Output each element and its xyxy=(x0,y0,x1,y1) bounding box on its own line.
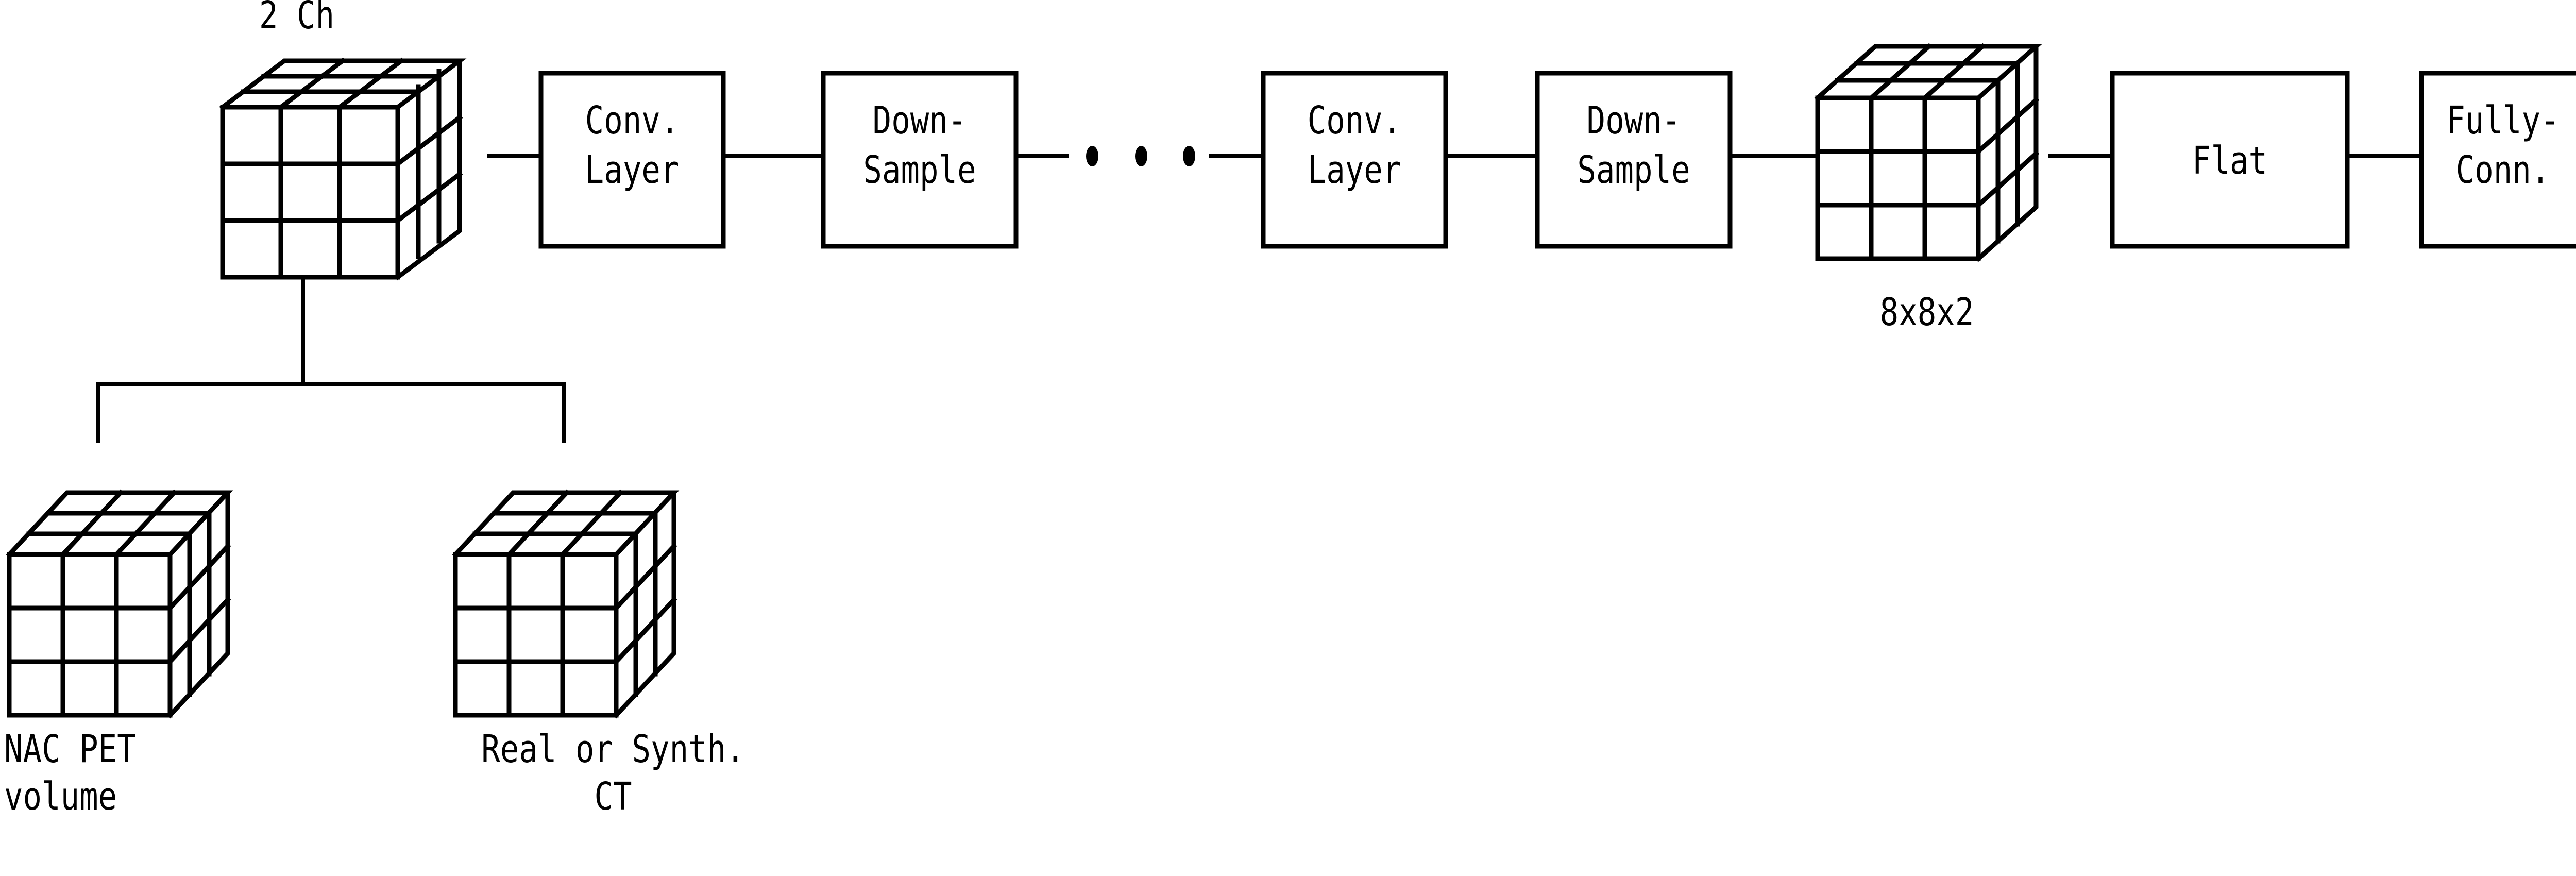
label-feature-map-size: 8x8x2 xyxy=(1879,290,1974,334)
block-label-conv-layer-1: Conv. Layer xyxy=(557,96,707,195)
block-label-line1: Fully- xyxy=(2446,98,2560,143)
block-label-flat: Flat xyxy=(2192,139,2268,183)
block-label-conv-layer-2: Conv. Layer xyxy=(1280,96,1429,195)
block-label-line1: Conv. xyxy=(1307,98,1402,143)
block-label-line2: Sample xyxy=(863,148,976,192)
block-conv-layer-2[interactable] xyxy=(1261,71,1448,249)
block-label-line1: Down- xyxy=(1586,98,1681,143)
block-label-down-sample-1: Down- Sample xyxy=(841,96,999,195)
block-label-line1: Down- xyxy=(872,98,967,143)
label-ct-line2: CT xyxy=(594,774,632,819)
block-fully-conn[interactable] xyxy=(2419,71,2576,249)
block-conv-layer-1[interactable] xyxy=(538,71,726,249)
block-label-line2: Layer xyxy=(1307,148,1402,192)
label-input-channels: 2 Ch xyxy=(259,0,335,38)
input-bracket xyxy=(96,276,566,443)
block-label-line2: Conn. xyxy=(2455,148,2550,192)
ct-volume-cube xyxy=(452,489,680,719)
feature-volume-cube xyxy=(1814,43,2042,262)
nac-pet-volume-cube xyxy=(6,489,233,719)
label-nac-pet-line2: volume xyxy=(4,774,117,819)
block-down-sample-1[interactable] xyxy=(821,71,1019,249)
block-label-line2: Sample xyxy=(1577,148,1690,192)
block-label-line2: Layer xyxy=(585,148,680,192)
input-volume-cube xyxy=(219,57,467,281)
label-nac-pet-line1: NAC PET xyxy=(4,727,136,771)
block-label-line1: Conv. xyxy=(585,98,680,143)
label-real-or-synth-ct: Real or Synth.CT xyxy=(381,726,845,820)
block-label-fully-conn: Fully- Conn. xyxy=(2436,96,2569,195)
block-flat[interactable] xyxy=(2110,71,2350,249)
block-label-down-sample-2: Down- Sample xyxy=(1555,96,1713,195)
ellipsis-dots xyxy=(1086,146,1195,166)
label-ct-line1: Real or Synth. xyxy=(481,727,745,771)
block-down-sample-2[interactable] xyxy=(1535,71,1733,249)
connector-lines xyxy=(487,154,2424,158)
